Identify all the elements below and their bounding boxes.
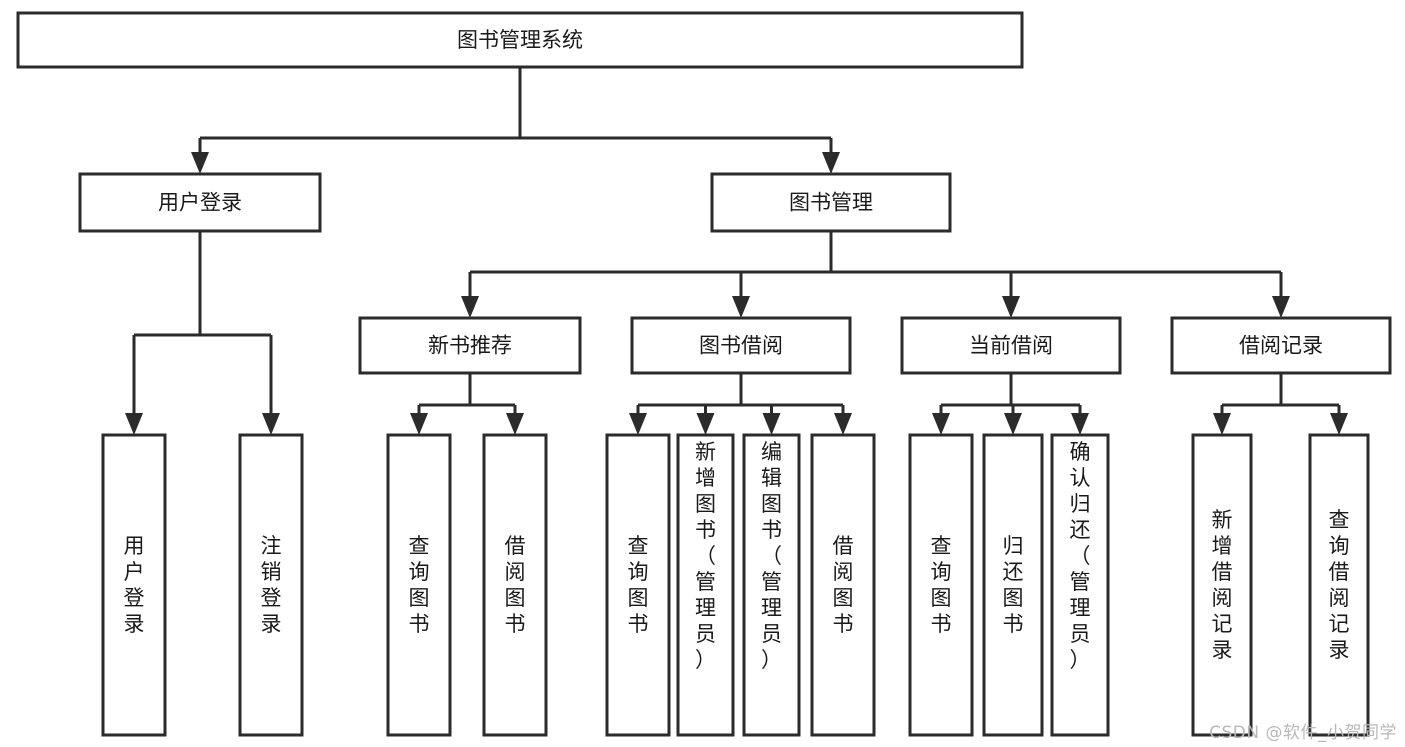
node-box[interactable] bbox=[482, 433, 548, 737]
node-label: 归还图书 bbox=[1003, 534, 1024, 636]
arrowhead-icon bbox=[191, 152, 209, 174]
node-label: 新增借阅记录 bbox=[1212, 508, 1233, 662]
node-label: 用户登录 bbox=[158, 191, 242, 215]
node-label: 注销登录 bbox=[261, 534, 282, 636]
node-layer: 图书管理系统用户登录图书管理新书推荐图书借阅当前借阅借阅记录用户登录注销登录查询… bbox=[16, 11, 1392, 737]
connector-group-book-manage bbox=[461, 231, 1290, 318]
node-label: 用户登录 bbox=[124, 534, 145, 636]
node-leaf-query-book-2[interactable]: 查询图书 bbox=[605, 433, 671, 737]
node-label: 确认归还（管理员） bbox=[1070, 440, 1091, 672]
node-label: 查询图书 bbox=[931, 534, 952, 636]
node-box[interactable] bbox=[676, 433, 735, 737]
node-box[interactable] bbox=[1050, 433, 1110, 737]
node-label: 新增图书（管理员） bbox=[695, 440, 716, 672]
arrowhead-icon bbox=[732, 296, 750, 318]
node-label: 新书推荐 bbox=[428, 334, 512, 358]
node-leaf-edit-book[interactable]: 编辑图书（管理员） bbox=[742, 433, 801, 737]
node-box[interactable] bbox=[908, 433, 974, 737]
arrowhead-icon bbox=[822, 152, 840, 174]
node-box[interactable] bbox=[900, 316, 1122, 375]
node-label: 查询图书 bbox=[628, 534, 649, 636]
arrowhead-icon bbox=[125, 413, 143, 435]
node-label: 借阅图书 bbox=[505, 534, 526, 636]
node-box[interactable] bbox=[1170, 316, 1392, 375]
arrowhead-icon bbox=[834, 413, 852, 435]
node-label: 编辑图书（管理员） bbox=[761, 440, 782, 672]
arrowhead-icon bbox=[1330, 413, 1348, 435]
arrowhead-icon bbox=[506, 413, 524, 435]
node-label: 图书管理系统 bbox=[457, 28, 583, 52]
node-root[interactable]: 图书管理系统 bbox=[16, 11, 1024, 69]
arrowhead-icon bbox=[696, 413, 715, 435]
node-leaf-confirm-return[interactable]: 确认归还（管理员） bbox=[1050, 433, 1110, 737]
node-borrow-record[interactable]: 借阅记录 bbox=[1170, 316, 1392, 375]
node-box[interactable] bbox=[1308, 433, 1370, 737]
node-label: 图书借阅 bbox=[699, 334, 783, 358]
node-leaf-user-logout[interactable]: 注销登录 bbox=[238, 433, 304, 737]
node-box[interactable] bbox=[710, 172, 952, 233]
arrowhead-icon bbox=[410, 413, 428, 435]
node-label: 查询图书 bbox=[409, 534, 430, 636]
arrowhead-icon bbox=[629, 413, 647, 435]
node-box[interactable] bbox=[605, 433, 671, 737]
node-label: 图书管理 bbox=[789, 191, 873, 215]
node-current-borrow[interactable]: 当前借阅 bbox=[900, 316, 1122, 375]
node-box[interactable] bbox=[630, 316, 852, 375]
connector-group-current-borrow bbox=[932, 373, 1089, 435]
arrowhead-icon bbox=[1004, 413, 1022, 435]
node-leaf-add-book[interactable]: 新增图书（管理员） bbox=[676, 433, 735, 737]
node-leaf-query-book-1[interactable]: 查询图书 bbox=[386, 433, 452, 737]
node-box[interactable] bbox=[358, 316, 582, 375]
connector-layer bbox=[125, 67, 1348, 435]
node-leaf-borrow-book-2[interactable]: 借阅图书 bbox=[810, 433, 876, 737]
arrowhead-icon bbox=[1272, 296, 1290, 318]
arrowhead-icon bbox=[262, 413, 280, 435]
node-leaf-query-record[interactable]: 查询借阅记录 bbox=[1308, 433, 1370, 737]
node-book-manage[interactable]: 图书管理 bbox=[710, 172, 952, 233]
connector-group-user-login bbox=[125, 231, 280, 435]
connector-group-root bbox=[191, 67, 840, 174]
node-label: 查询借阅记录 bbox=[1329, 508, 1350, 662]
node-leaf-user-login[interactable]: 用户登录 bbox=[101, 433, 167, 737]
node-box[interactable] bbox=[742, 433, 801, 737]
connector-group-borrow-record bbox=[1213, 373, 1348, 435]
arrowhead-icon bbox=[932, 413, 950, 435]
node-user-login[interactable]: 用户登录 bbox=[78, 172, 322, 233]
connector-group-new-book-rec bbox=[410, 373, 524, 435]
node-label: 当前借阅 bbox=[969, 334, 1053, 358]
arrowhead-icon bbox=[461, 296, 479, 318]
node-box[interactable] bbox=[16, 11, 1024, 69]
arrowhead-icon bbox=[1071, 413, 1089, 435]
node-leaf-return-book[interactable]: 归还图书 bbox=[982, 433, 1044, 737]
connector-group-book-borrow bbox=[629, 373, 852, 435]
arrowhead-icon bbox=[1213, 413, 1231, 435]
node-box[interactable] bbox=[1191, 433, 1253, 737]
arrowhead-icon bbox=[1002, 296, 1020, 318]
node-box[interactable] bbox=[78, 172, 322, 233]
node-box[interactable] bbox=[238, 433, 304, 737]
node-leaf-query-book-3[interactable]: 查询图书 bbox=[908, 433, 974, 737]
node-leaf-add-record[interactable]: 新增借阅记录 bbox=[1191, 433, 1253, 737]
node-box[interactable] bbox=[101, 433, 167, 737]
node-leaf-borrow-book-1[interactable]: 借阅图书 bbox=[482, 433, 548, 737]
node-label: 借阅记录 bbox=[1239, 334, 1323, 358]
node-new-book-rec[interactable]: 新书推荐 bbox=[358, 316, 582, 375]
arrowhead-icon bbox=[762, 413, 781, 435]
node-box[interactable] bbox=[810, 433, 876, 737]
node-label: 借阅图书 bbox=[833, 534, 854, 636]
node-box[interactable] bbox=[982, 433, 1044, 737]
node-box[interactable] bbox=[386, 433, 452, 737]
node-book-borrow[interactable]: 图书借阅 bbox=[630, 316, 852, 375]
